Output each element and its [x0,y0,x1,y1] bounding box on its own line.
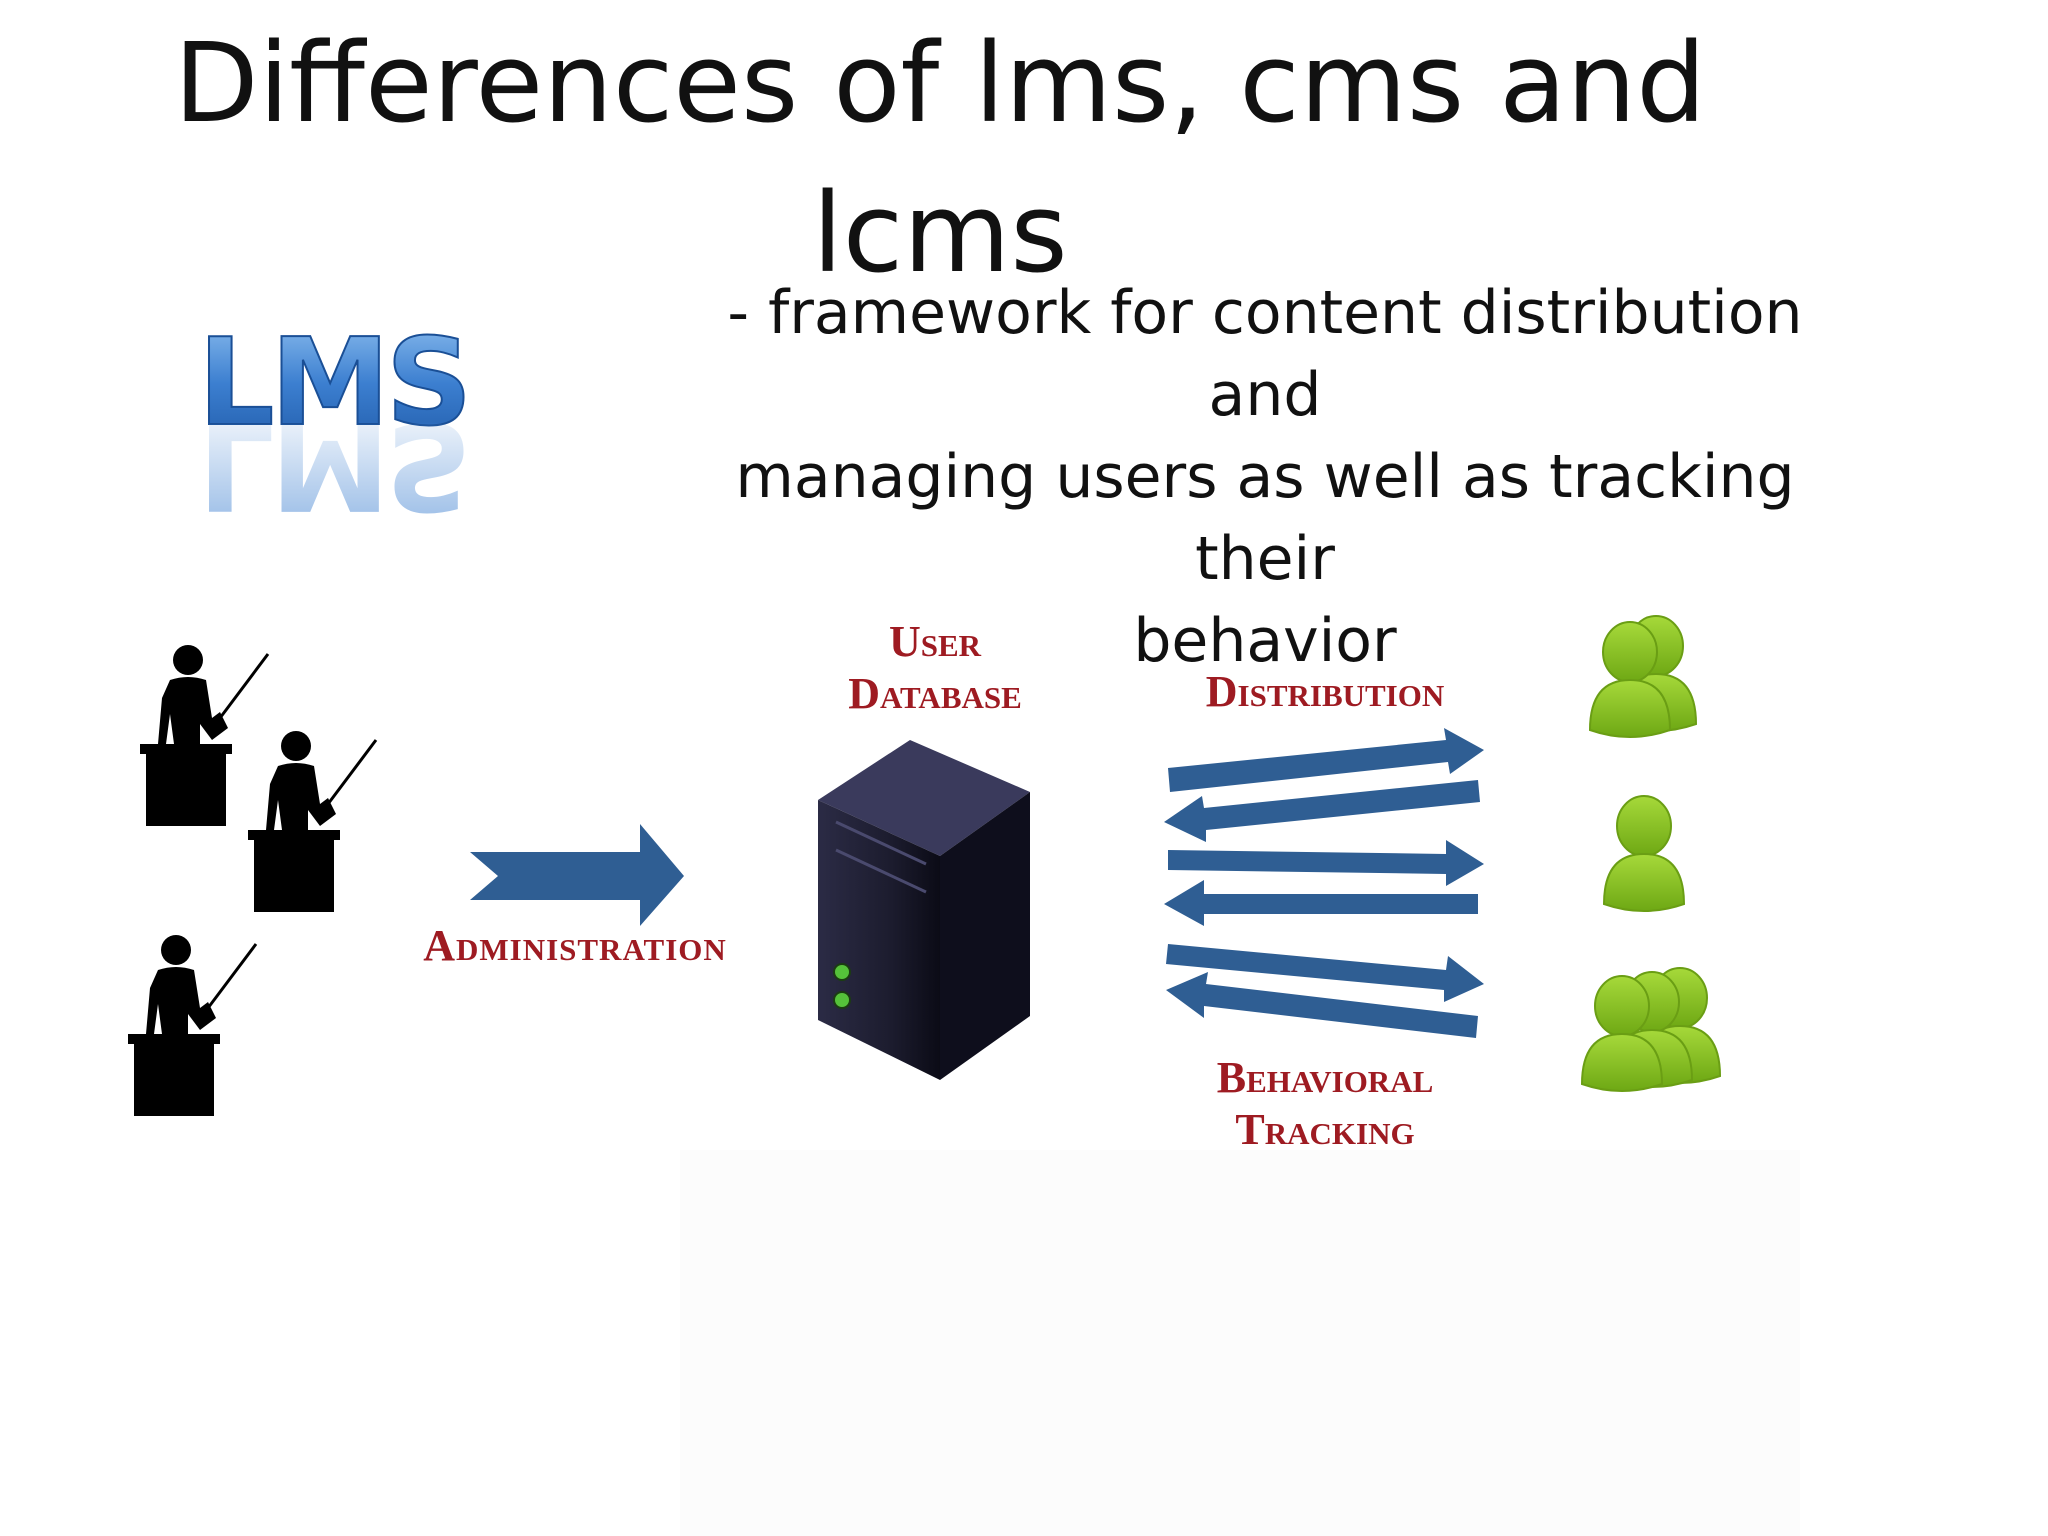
administration-arrow-icon [470,824,684,926]
slide-title: Differences of lms, cms and lcms [160,8,1720,308]
arrow-left-icon-2 [1164,880,1478,926]
diagram-background [680,1150,1800,1536]
behavioral-tracking-label-line-1: Behavioral [1217,1053,1434,1102]
lms-description: - framework for content distribution and… [690,272,1840,682]
lms-diagram: Administration User Database Distributio… [126,615,1721,1154]
teacher-icon-2 [246,729,378,914]
teacher-icon-3 [126,933,258,1118]
lms-logo-text: LMS [198,320,468,453]
user-icon [1603,795,1685,912]
arrow-right-icon-3 [1166,944,1484,1002]
behavioral-tracking-label-line-2: Tracking [1235,1105,1414,1154]
lms-logo: LMS LMS [197,320,473,520]
user-group-icon-2 [1581,967,1721,1092]
administration-label: Administration [423,921,727,970]
user-database-label-line-1: User [889,617,982,666]
distribution-arrows [1164,728,1484,1038]
slide-title-line-1: Differences of lms, cms and [173,19,1707,147]
description-line-3: behavior [1133,606,1397,676]
teacher-icon-1 [138,643,270,828]
arrow-right-icon-1 [1168,728,1484,792]
distribution-label: Distribution [1206,667,1445,716]
arrow-left-icon-3 [1166,972,1478,1038]
server-icon [818,740,1030,1080]
lms-logo-reflection: LMS [198,395,468,520]
user-database-label-line-2: Database [848,669,1022,718]
description-line-2: managing users as well as tracking their [735,442,1795,594]
description-line-1: - framework for content distribution and [727,278,1803,430]
user-group-icon-1 [1589,615,1697,738]
slide-title-line-2: lcms [812,169,1068,297]
arrow-right-icon-2 [1168,840,1484,886]
arrow-left-icon-1 [1164,780,1480,842]
